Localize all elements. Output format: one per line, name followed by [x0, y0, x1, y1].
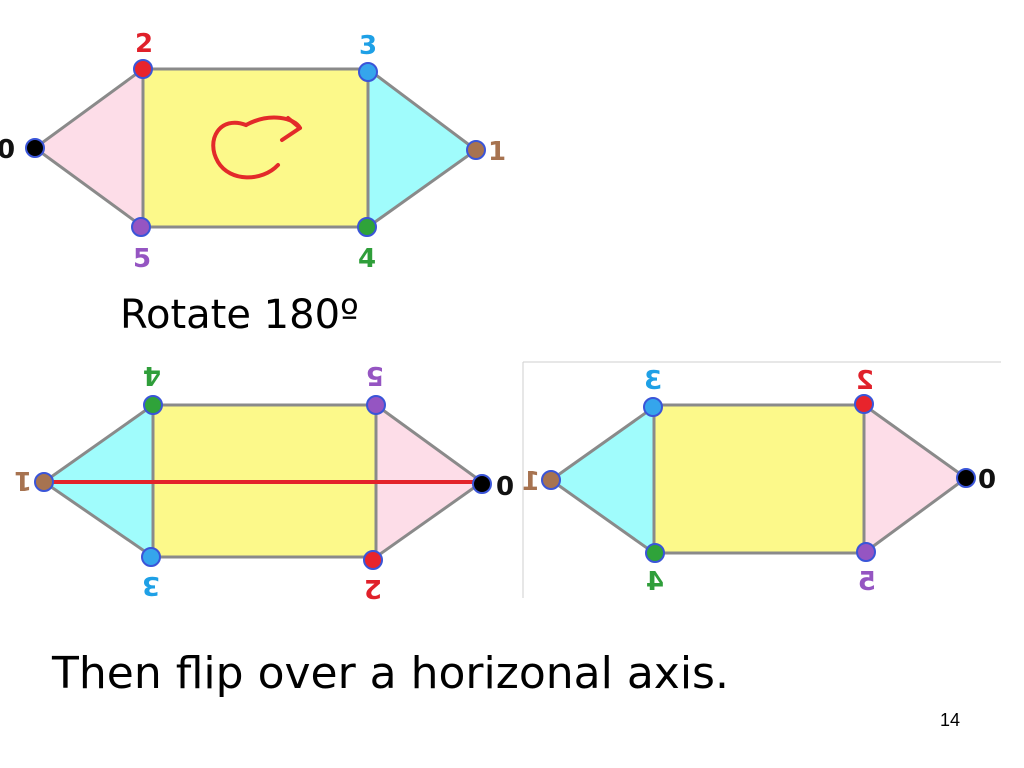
original-label-2: 2	[135, 29, 153, 59]
flipped-label-4: 4	[646, 567, 664, 597]
original-square	[141, 67, 370, 229]
flipped-figure: 1 3 2 4 5 0	[522, 361, 1001, 598]
flipped-vertex-5	[856, 542, 876, 562]
rotated-vertex-2	[363, 550, 383, 570]
flipped-vertex-0	[956, 468, 976, 488]
original-vertex-0	[25, 138, 45, 158]
rotated-vertex-4	[143, 395, 163, 415]
original-figure: 0 1 2 3 4 5	[0, 29, 506, 274]
rotated-label-1: 1	[14, 465, 32, 495]
original-label-4: 4	[358, 244, 376, 274]
flipped-label-3: 3	[644, 366, 662, 396]
rotate-caption: Rotate 180º	[120, 292, 359, 338]
rotate-arrow-icon	[211, 120, 280, 180]
rotated-vertex-0	[472, 474, 492, 494]
flipped-label-0: 0	[978, 465, 996, 495]
rotate-arrow-upper	[244, 115, 302, 130]
rotated-label-4: 4	[143, 360, 161, 390]
flipped-square	[652, 403, 866, 555]
original-label-3: 3	[359, 31, 377, 61]
flipped-vertex-4	[645, 543, 665, 563]
rotated-label-2: 2	[364, 573, 382, 603]
original-label-0: 0	[0, 135, 15, 165]
flipped-label-5: 5	[858, 567, 876, 597]
rotated-vertex-1	[34, 472, 54, 492]
flipped-vertex-1	[541, 470, 561, 490]
original-vertex-3	[358, 62, 378, 82]
original-left-triangle	[32, 66, 145, 230]
flip-caption: Then flip over a horizonal axis.	[52, 648, 729, 699]
flipped-label-2: 2	[856, 366, 874, 396]
rotated-vertex-3	[141, 547, 161, 567]
flipped-right-triangle	[862, 402, 969, 556]
original-vertex-4	[357, 217, 377, 237]
flipped-vertex-3	[643, 397, 663, 417]
rotated-label-5: 5	[366, 360, 384, 390]
page-number: 14	[940, 710, 961, 730]
flipped-left-triangle	[548, 404, 656, 556]
original-vertex-2	[133, 59, 153, 79]
original-label-1: 1	[488, 137, 506, 167]
rotated-vertex-5	[366, 395, 386, 415]
rotated-label-0: 0	[496, 472, 514, 502]
rotated-figure: 1 4 5 3 2 0	[14, 360, 514, 603]
original-label-5: 5	[133, 244, 151, 274]
original-right-triangle	[366, 66, 479, 230]
rotated-label-3: 3	[142, 570, 160, 600]
flipped-label-1: 1	[522, 467, 540, 497]
original-vertex-5	[131, 217, 151, 237]
flipped-vertex-2	[854, 394, 874, 414]
original-vertex-1	[466, 140, 486, 160]
